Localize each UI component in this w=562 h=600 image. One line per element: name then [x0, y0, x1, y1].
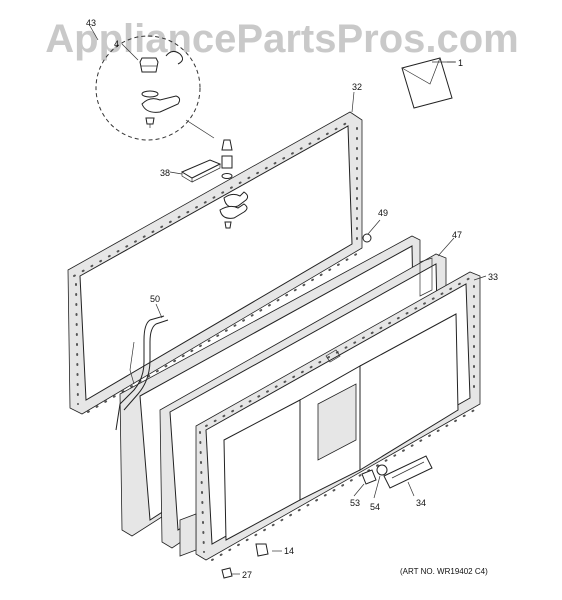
hinge-detail-circle	[95, 35, 215, 141]
callout-32: 32	[352, 82, 362, 92]
art-number: (ART NO. WR19402 C4)	[400, 567, 488, 576]
callout-47: 47	[452, 230, 462, 240]
callout-38: 38	[160, 168, 170, 178]
callout-14: 14	[284, 546, 294, 556]
part-34-handle-trim	[383, 455, 433, 489]
callout-50: 50	[150, 294, 160, 304]
part-50-wire	[115, 315, 169, 431]
watermark-text: AppliancePartsPros.com	[45, 17, 519, 61]
part-53-54-lock	[361, 464, 388, 485]
part-27-screw	[221, 567, 233, 579]
callout-34: 34	[416, 498, 426, 508]
part-1-literature	[401, 57, 455, 109]
callout-43: 43	[86, 18, 96, 28]
callout-53: 53	[350, 498, 360, 508]
callout-49: 49	[378, 208, 388, 218]
part-38-cap	[180, 159, 222, 183]
callout-54: 54	[370, 502, 380, 512]
part-33-door-liner	[179, 271, 481, 561]
part-32-door-gasket	[67, 111, 363, 415]
callout-33: 33	[488, 272, 498, 282]
callout-4: 4	[114, 39, 119, 49]
part-49-plug	[362, 233, 372, 243]
part-14-clip	[255, 543, 269, 557]
hinge-assembly	[219, 139, 249, 229]
callout-1: 1	[458, 58, 463, 68]
leader-lines	[89, 25, 487, 575]
callout-27: 27	[242, 570, 252, 580]
